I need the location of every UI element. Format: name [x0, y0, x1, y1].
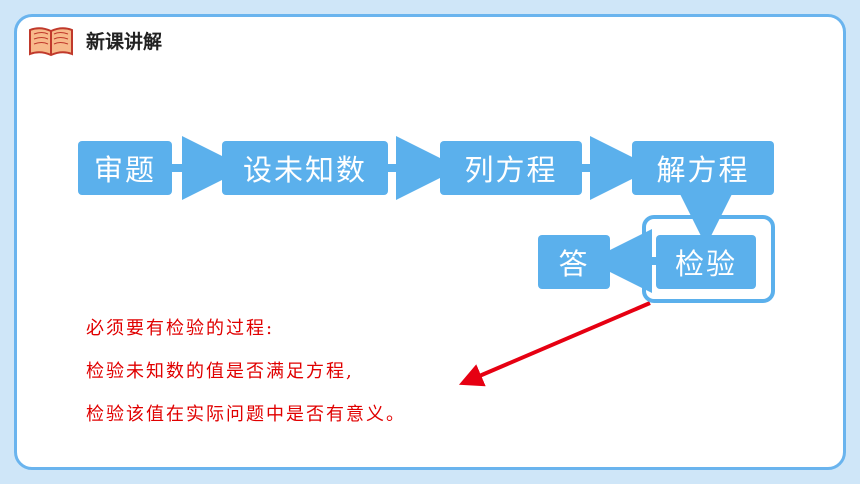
open-book-icon	[29, 27, 73, 57]
step-shenti: 审题	[78, 141, 172, 195]
step-jianyan: 检验	[656, 235, 756, 289]
step-she-weizhishu: 设未知数	[222, 141, 388, 195]
step-jie-fangcheng: 解方程	[632, 141, 774, 195]
pointer-arrow	[458, 301, 651, 387]
step-da: 答	[538, 235, 610, 289]
note-line-3: 检验该值在实际问题中是否有意义。	[86, 404, 406, 425]
note-line-2: 检验未知数的值是否满足方程,	[86, 361, 354, 382]
step-lie-fangcheng: 列方程	[440, 141, 582, 195]
section-title: 新课讲解	[86, 31, 163, 53]
verify-highlight-frame	[642, 215, 775, 303]
note-line-1: 必须要有检验的过程:	[86, 318, 275, 339]
